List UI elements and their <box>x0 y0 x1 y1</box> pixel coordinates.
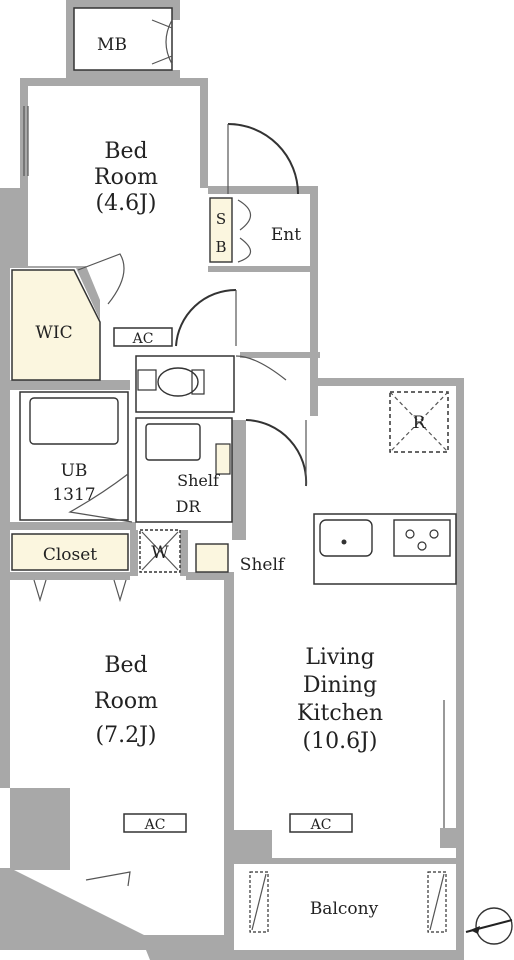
mb-label: MB <box>97 35 127 55</box>
entrance: S B Ent <box>208 123 310 266</box>
shelf-dr-label-2: DR <box>176 497 202 516</box>
ub-label-1: UB <box>61 461 88 481</box>
refrigerator-label: R <box>413 413 427 433</box>
bedroom-1-line-2: Room <box>94 165 158 190</box>
unit-bath: UB 1317 <box>19 391 133 523</box>
ldk-line-3: Kitchen <box>297 701 383 726</box>
closet-label: Closet <box>43 545 97 565</box>
ldk-line-4: (10.6J) <box>303 729 378 754</box>
bedroom-2-line-1: Bed <box>104 653 147 678</box>
washer: W <box>139 529 181 573</box>
north-arrow-icon <box>465 907 513 945</box>
ldk-line-2: Dining <box>303 673 377 698</box>
ac-bed2-label: AC <box>144 817 166 833</box>
wic: WIC <box>11 253 125 381</box>
shelf: Shelf <box>195 543 286 575</box>
ac-ldk-label: AC <box>310 817 332 833</box>
w-label: W <box>151 543 169 563</box>
shelf-dr-label-1: Shelf <box>177 471 220 490</box>
mb-room: MB <box>73 7 173 71</box>
toilet <box>135 355 287 413</box>
ac-top-label: AC <box>132 331 154 347</box>
ub-label-2: 1317 <box>52 485 95 505</box>
ldk-line-1: Living <box>305 645 374 670</box>
closet: Closet <box>11 533 129 603</box>
bedroom-1-line-3: (4.6J) <box>96 191 157 216</box>
sb-label-2: B <box>215 238 226 256</box>
bedroom-2: Bed Room (7.2J) AC <box>85 653 187 887</box>
bedroom-1-line-1: Bed <box>104 139 147 164</box>
dressing-room: Shelf DR <box>135 417 308 523</box>
wic-label: WIC <box>35 323 72 343</box>
kitchen: R <box>313 391 457 585</box>
shelf-label: Shelf <box>240 555 286 575</box>
balcony-label: Balcony <box>310 899 379 919</box>
balcony: Balcony <box>238 866 454 948</box>
bedroom-2-line-2: Room <box>94 689 158 714</box>
walls <box>0 0 464 960</box>
bedroom-2-line-3: (7.2J) <box>96 723 157 748</box>
ac-top: AC <box>113 288 237 347</box>
ent-label: Ent <box>271 225 301 245</box>
bedroom-1: Bed Room (4.6J) <box>23 86 200 266</box>
living-dining-kitchen: Living Dining Kitchen (10.6J) AC <box>289 645 445 833</box>
sb-label-1: S <box>216 210 226 228</box>
